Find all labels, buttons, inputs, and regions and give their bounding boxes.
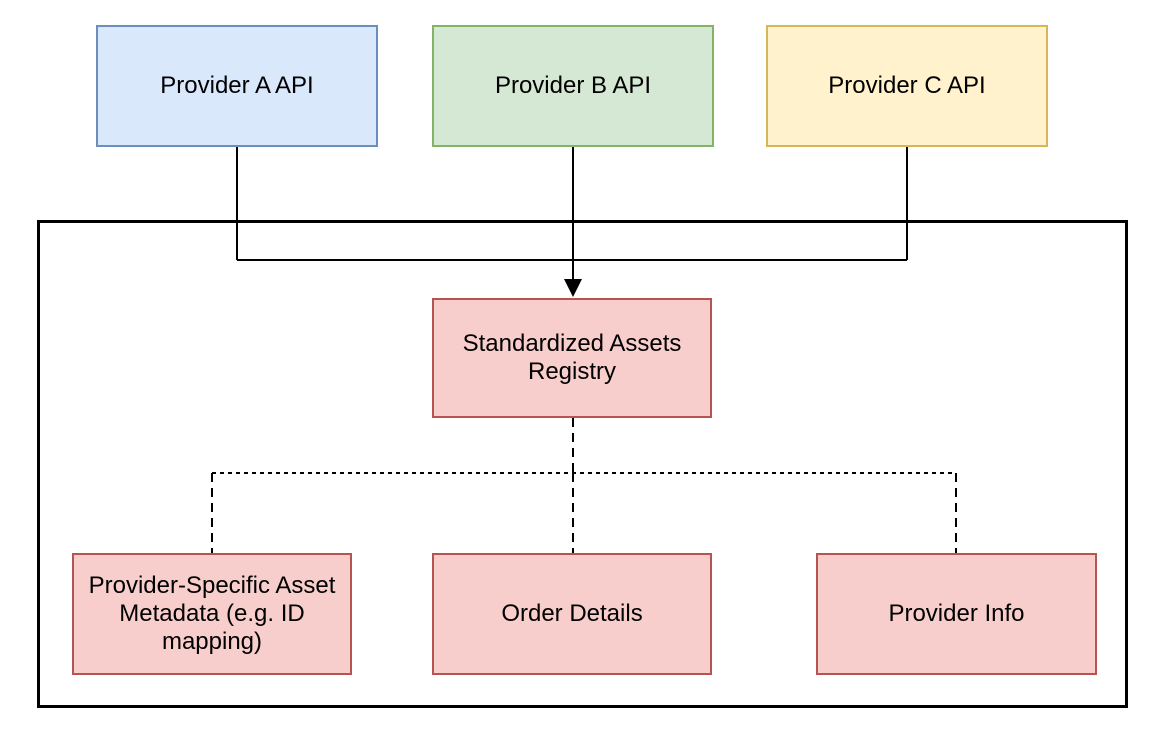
standardized-assets-registry-node: Standardized Assets Registry: [432, 298, 712, 418]
provider-a-api-label: Provider A API: [160, 71, 314, 99]
provider-specific-metadata-label: Provider-Specific Asset Metadata (e.g. I…: [88, 571, 336, 656]
provider-a-api-node: Provider A API: [96, 25, 378, 147]
provider-specific-metadata-node: Provider-Specific Asset Metadata (e.g. I…: [72, 553, 352, 675]
standardized-assets-registry-label: Standardized Assets Registry: [462, 329, 682, 385]
order-details-label: Order Details: [501, 599, 643, 627]
provider-info-label: Provider Info: [888, 599, 1025, 627]
provider-info-node: Provider Info: [816, 553, 1097, 675]
registry-container-boundary: [37, 220, 1128, 708]
provider-b-api-node: Provider B API: [432, 25, 714, 147]
provider-c-api-node: Provider C API: [766, 25, 1048, 147]
provider-c-api-label: Provider C API: [828, 71, 986, 99]
provider-b-api-label: Provider B API: [494, 71, 652, 99]
order-details-node: Order Details: [432, 553, 712, 675]
